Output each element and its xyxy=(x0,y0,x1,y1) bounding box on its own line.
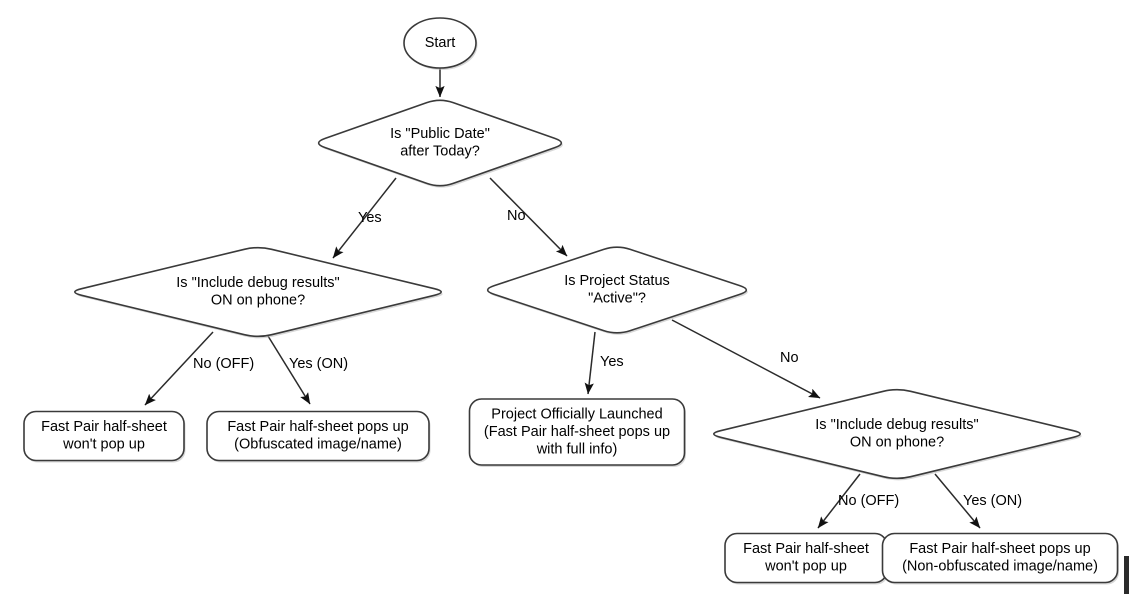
edge-project-status-yes xyxy=(584,331,596,395)
edge-label-debug-left-off: No (OFF) xyxy=(193,356,254,372)
node-label-debug_right: ON on phone? xyxy=(850,435,944,451)
page-corner-artifact xyxy=(1124,556,1129,594)
node-public_date[interactable]: Is "Public Date" after Today? xyxy=(317,99,563,188)
node-left_off[interactable]: Fast Pair half-sheet won't pop up xyxy=(23,410,186,463)
edge-debug-left-on xyxy=(267,335,311,405)
node-label-left_off: Fast Pair half-sheet xyxy=(41,419,167,435)
node-debug_right[interactable]: Is "Include debug results" ON on phone? xyxy=(713,388,1082,481)
node-start[interactable]: Start xyxy=(403,17,478,70)
corner-artifact-mark xyxy=(1124,556,1129,594)
edges-layer xyxy=(144,68,981,529)
node-label-right_on: Fast Pair half-sheet pops up xyxy=(909,541,1090,557)
node-label-launched: with full info) xyxy=(536,441,618,457)
node-left_on[interactable]: Fast Pair half-sheet pops up (Obfuscated … xyxy=(206,410,431,463)
edge-project-status-no xyxy=(671,319,821,399)
node-outline-start xyxy=(403,17,477,69)
node-label-project_status: "Active"? xyxy=(588,291,646,307)
node-outline-right_on xyxy=(881,532,1119,584)
edge-debug-right-on xyxy=(934,473,981,529)
node-right_off[interactable]: Fast Pair half-sheet won't pop up xyxy=(724,532,889,585)
node-label-debug_left: Is "Include debug results" xyxy=(176,275,339,291)
node-outline-left_off xyxy=(23,410,185,462)
edge-label-debug-left-on: Yes (ON) xyxy=(289,356,348,372)
node-launched[interactable]: Project Officially Launched (Fast Pair ha… xyxy=(468,398,687,467)
edge-label-project-status-yes: Yes xyxy=(600,354,624,370)
node-outline-launched xyxy=(468,398,686,466)
edge-debug-right-off xyxy=(817,473,861,529)
node-label-debug_left: ON on phone? xyxy=(211,293,305,309)
node-label-launched: (Fast Pair half-sheet pops up xyxy=(484,424,670,440)
node-label-left_on: (Obfuscated image/name) xyxy=(234,437,402,453)
node-outline-project_status xyxy=(486,246,748,334)
edge-label-project-status-no: No xyxy=(780,350,799,366)
node-outline-left_on xyxy=(206,410,430,462)
node-label-right_off: Fast Pair half-sheet xyxy=(743,541,869,557)
node-label-left_off: won't pop up xyxy=(62,437,145,453)
nodes-layer: Start Is "Public Date" after Today? Is "Inc… xyxy=(23,17,1120,585)
node-right_on[interactable]: Fast Pair half-sheet pops up (Non-obfusca… xyxy=(881,532,1120,585)
node-label-public_date: after Today? xyxy=(400,144,480,160)
node-label-public_date: Is "Public Date" xyxy=(390,126,490,142)
node-project_status[interactable]: Is Project Status "Active"? xyxy=(486,246,748,335)
node-debug_left[interactable]: Is "Include debug results" ON on phone? xyxy=(74,246,443,339)
node-label-project_status: Is Project Status xyxy=(564,273,670,289)
node-outline-public_date xyxy=(317,99,563,187)
edge-label-debug-right-on: Yes (ON) xyxy=(963,493,1022,509)
node-label-right_on: (Non-obfuscated image/name) xyxy=(902,559,1098,575)
node-label-right_off: won't pop up xyxy=(764,559,847,575)
node-label-debug_right: Is "Include debug results" xyxy=(815,417,978,433)
node-outline-debug_left xyxy=(74,246,442,338)
node-outline-debug_right xyxy=(713,388,1081,480)
node-label-left_on: Fast Pair half-sheet pops up xyxy=(227,419,408,435)
edge-debug-left-off xyxy=(144,331,214,406)
node-label-start: Start xyxy=(425,35,456,51)
edge-public-date-yes xyxy=(332,177,397,259)
edge-label-public-date-yes: Yes xyxy=(358,210,382,226)
node-label-launched: Project Officially Launched xyxy=(491,406,662,422)
edge-label-debug-right-off: No (OFF) xyxy=(838,493,899,509)
edge-label-public-date-no: No xyxy=(507,208,526,224)
edge-public-date-no xyxy=(489,177,568,257)
